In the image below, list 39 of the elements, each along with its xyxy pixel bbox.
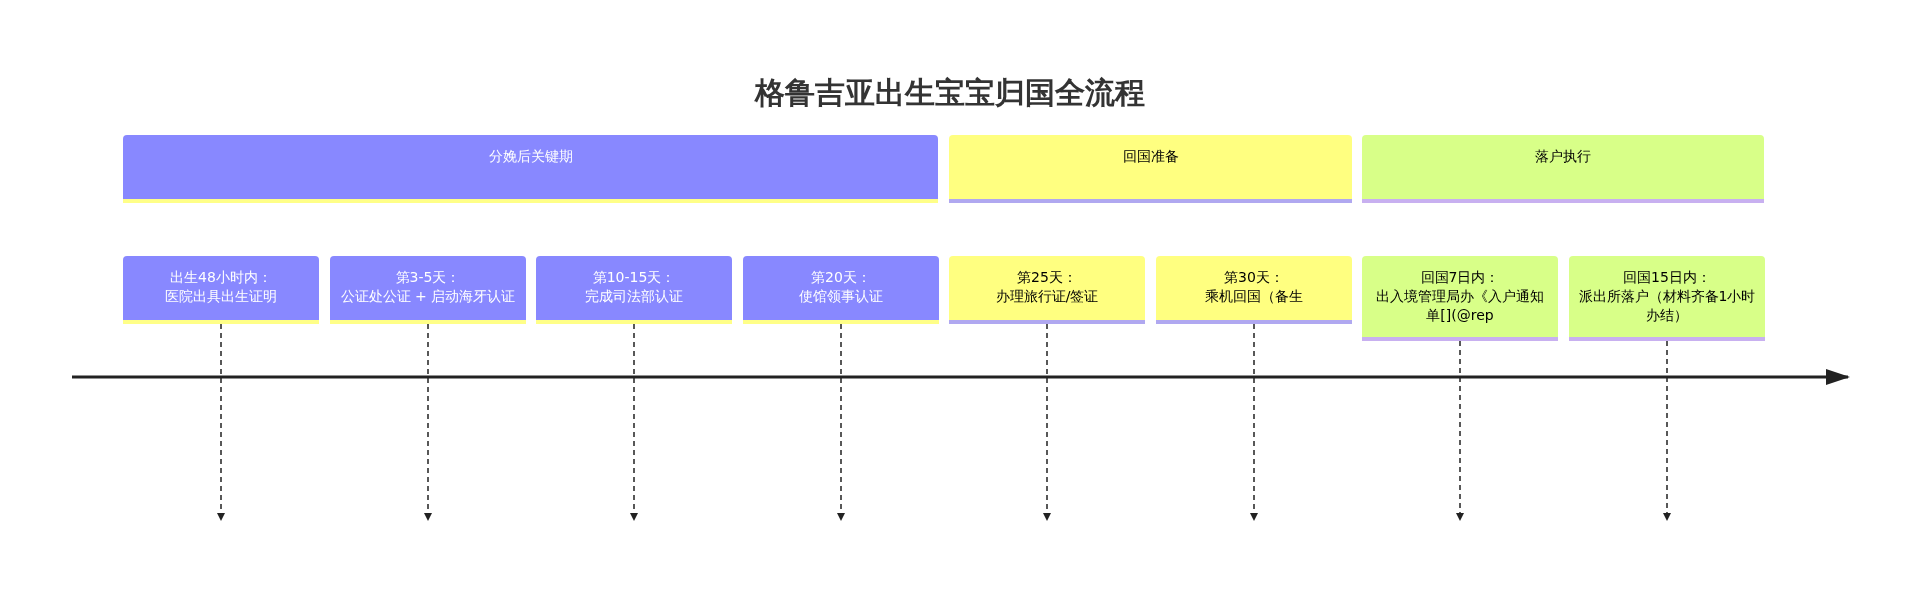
dashed-arrow [217, 323, 225, 521]
dashed-arrow [1663, 340, 1671, 521]
phase-band [1362, 135, 1764, 203]
dashed-arrow [1043, 323, 1051, 521]
step-heading: 第10-15天： [592, 268, 676, 287]
step-box [123, 256, 319, 324]
dashed-arrow [630, 323, 638, 521]
step-box [1362, 256, 1558, 341]
step-heading: 回国准备 [1122, 147, 1179, 166]
step-text: 医院出具出生证明 [165, 287, 277, 306]
dashed-arrow [424, 323, 432, 521]
step-text: 公证处公证 + 启动海牙认证 [340, 287, 516, 306]
step-text: 使馆领事认证 [799, 287, 883, 306]
step-heading: 第20天： [811, 268, 871, 287]
diagram-title: 格鲁吉亚出生宝宝归国全流程 [753, 74, 1146, 112]
step-text: 派出所落户（材料齐备1小时办结） [1577, 287, 1757, 325]
step-heading: 落户执行 [1535, 147, 1591, 166]
step-heading: 第3-5天： [395, 268, 461, 287]
step-heading: 分娩后关键期 [488, 147, 573, 166]
step-heading: 回国7日内： [1420, 268, 1500, 287]
step-box [1569, 256, 1765, 341]
step-text: 出入境管理局办《入户通知单[](@rep [1375, 287, 1545, 325]
dashed-arrow [1250, 323, 1258, 521]
step-box [330, 256, 526, 324]
step-box [1156, 256, 1352, 324]
step-text: 完成司法部认证 [585, 287, 683, 306]
phase-band [949, 135, 1352, 203]
step-box [536, 256, 732, 324]
step-text: 乘机回国（备生 [1205, 287, 1303, 306]
dashed-arrow [837, 323, 845, 521]
phase-band [123, 135, 938, 203]
step-box [949, 256, 1145, 324]
step-heading: 第25天： [1017, 268, 1077, 287]
step-heading: 第30天： [1224, 268, 1284, 287]
step-heading: 出生48小时内： [170, 268, 272, 287]
dashed-arrow [1456, 340, 1464, 521]
step-heading: 回国15日内： [1623, 268, 1711, 287]
step-text: 办理旅行证/签证 [995, 287, 1099, 306]
step-box [743, 256, 939, 324]
